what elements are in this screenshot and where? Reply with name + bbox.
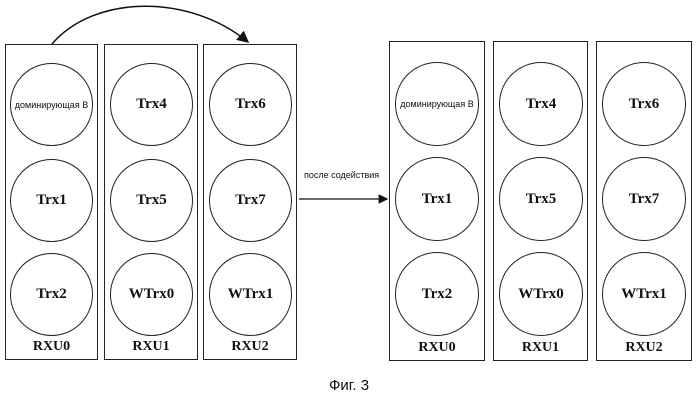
- unit-trx5: Trx5: [499, 157, 583, 241]
- unit-trx6: Trx6: [602, 62, 686, 146]
- rack-after-rxu1: Trx4 Trx5 WTrx0 RXU1: [493, 41, 588, 361]
- unit-trx1: Trx1: [10, 159, 93, 242]
- unit-dominant: доминирующая В: [10, 63, 93, 146]
- unit-wtrx1: WTrx1: [602, 252, 686, 336]
- unit-trx2: Trx2: [10, 253, 93, 336]
- unit-trx1: Trx1: [395, 157, 479, 241]
- unit-trx6: Trx6: [209, 63, 292, 146]
- rack-before-rxu2: Trx6 Trx7 WTrx1 RXU2: [203, 44, 297, 360]
- rack-label: RXU0: [390, 340, 484, 356]
- unit-trx2: Trx2: [395, 252, 479, 336]
- rack-after-rxu2: Trx6 Trx7 WTrx1 RXU2: [596, 41, 692, 361]
- rack-before-rxu0: доминирующая В Trx1 Trx2 RXU0: [5, 44, 98, 360]
- reassign-curved-arrow: [52, 6, 248, 44]
- unit-dominant: доминирующая В: [395, 62, 479, 146]
- unit-trx5: Trx5: [110, 159, 193, 242]
- transition-label: после содействия: [304, 170, 379, 180]
- rack-label: RXU0: [6, 339, 97, 355]
- figure-caption: Фиг. 3: [0, 377, 698, 394]
- rack-after-rxu0: доминирующая В Trx1 Trx2 RXU0: [389, 41, 485, 361]
- unit-trx4: Trx4: [110, 63, 193, 146]
- unit-trx7: Trx7: [602, 157, 686, 241]
- unit-trx4: Trx4: [499, 62, 583, 146]
- unit-wtrx0: WTrx0: [499, 252, 583, 336]
- rack-label: RXU1: [494, 340, 587, 356]
- unit-trx7: Trx7: [209, 159, 292, 242]
- rack-label: RXU2: [204, 339, 296, 355]
- rack-before-rxu1: Trx4 Trx5 WTrx0 RXU1: [104, 44, 198, 360]
- unit-wtrx0: WTrx0: [110, 253, 193, 336]
- unit-wtrx1: WTrx1: [209, 253, 292, 336]
- rack-label: RXU2: [597, 340, 691, 356]
- rack-label: RXU1: [105, 339, 197, 355]
